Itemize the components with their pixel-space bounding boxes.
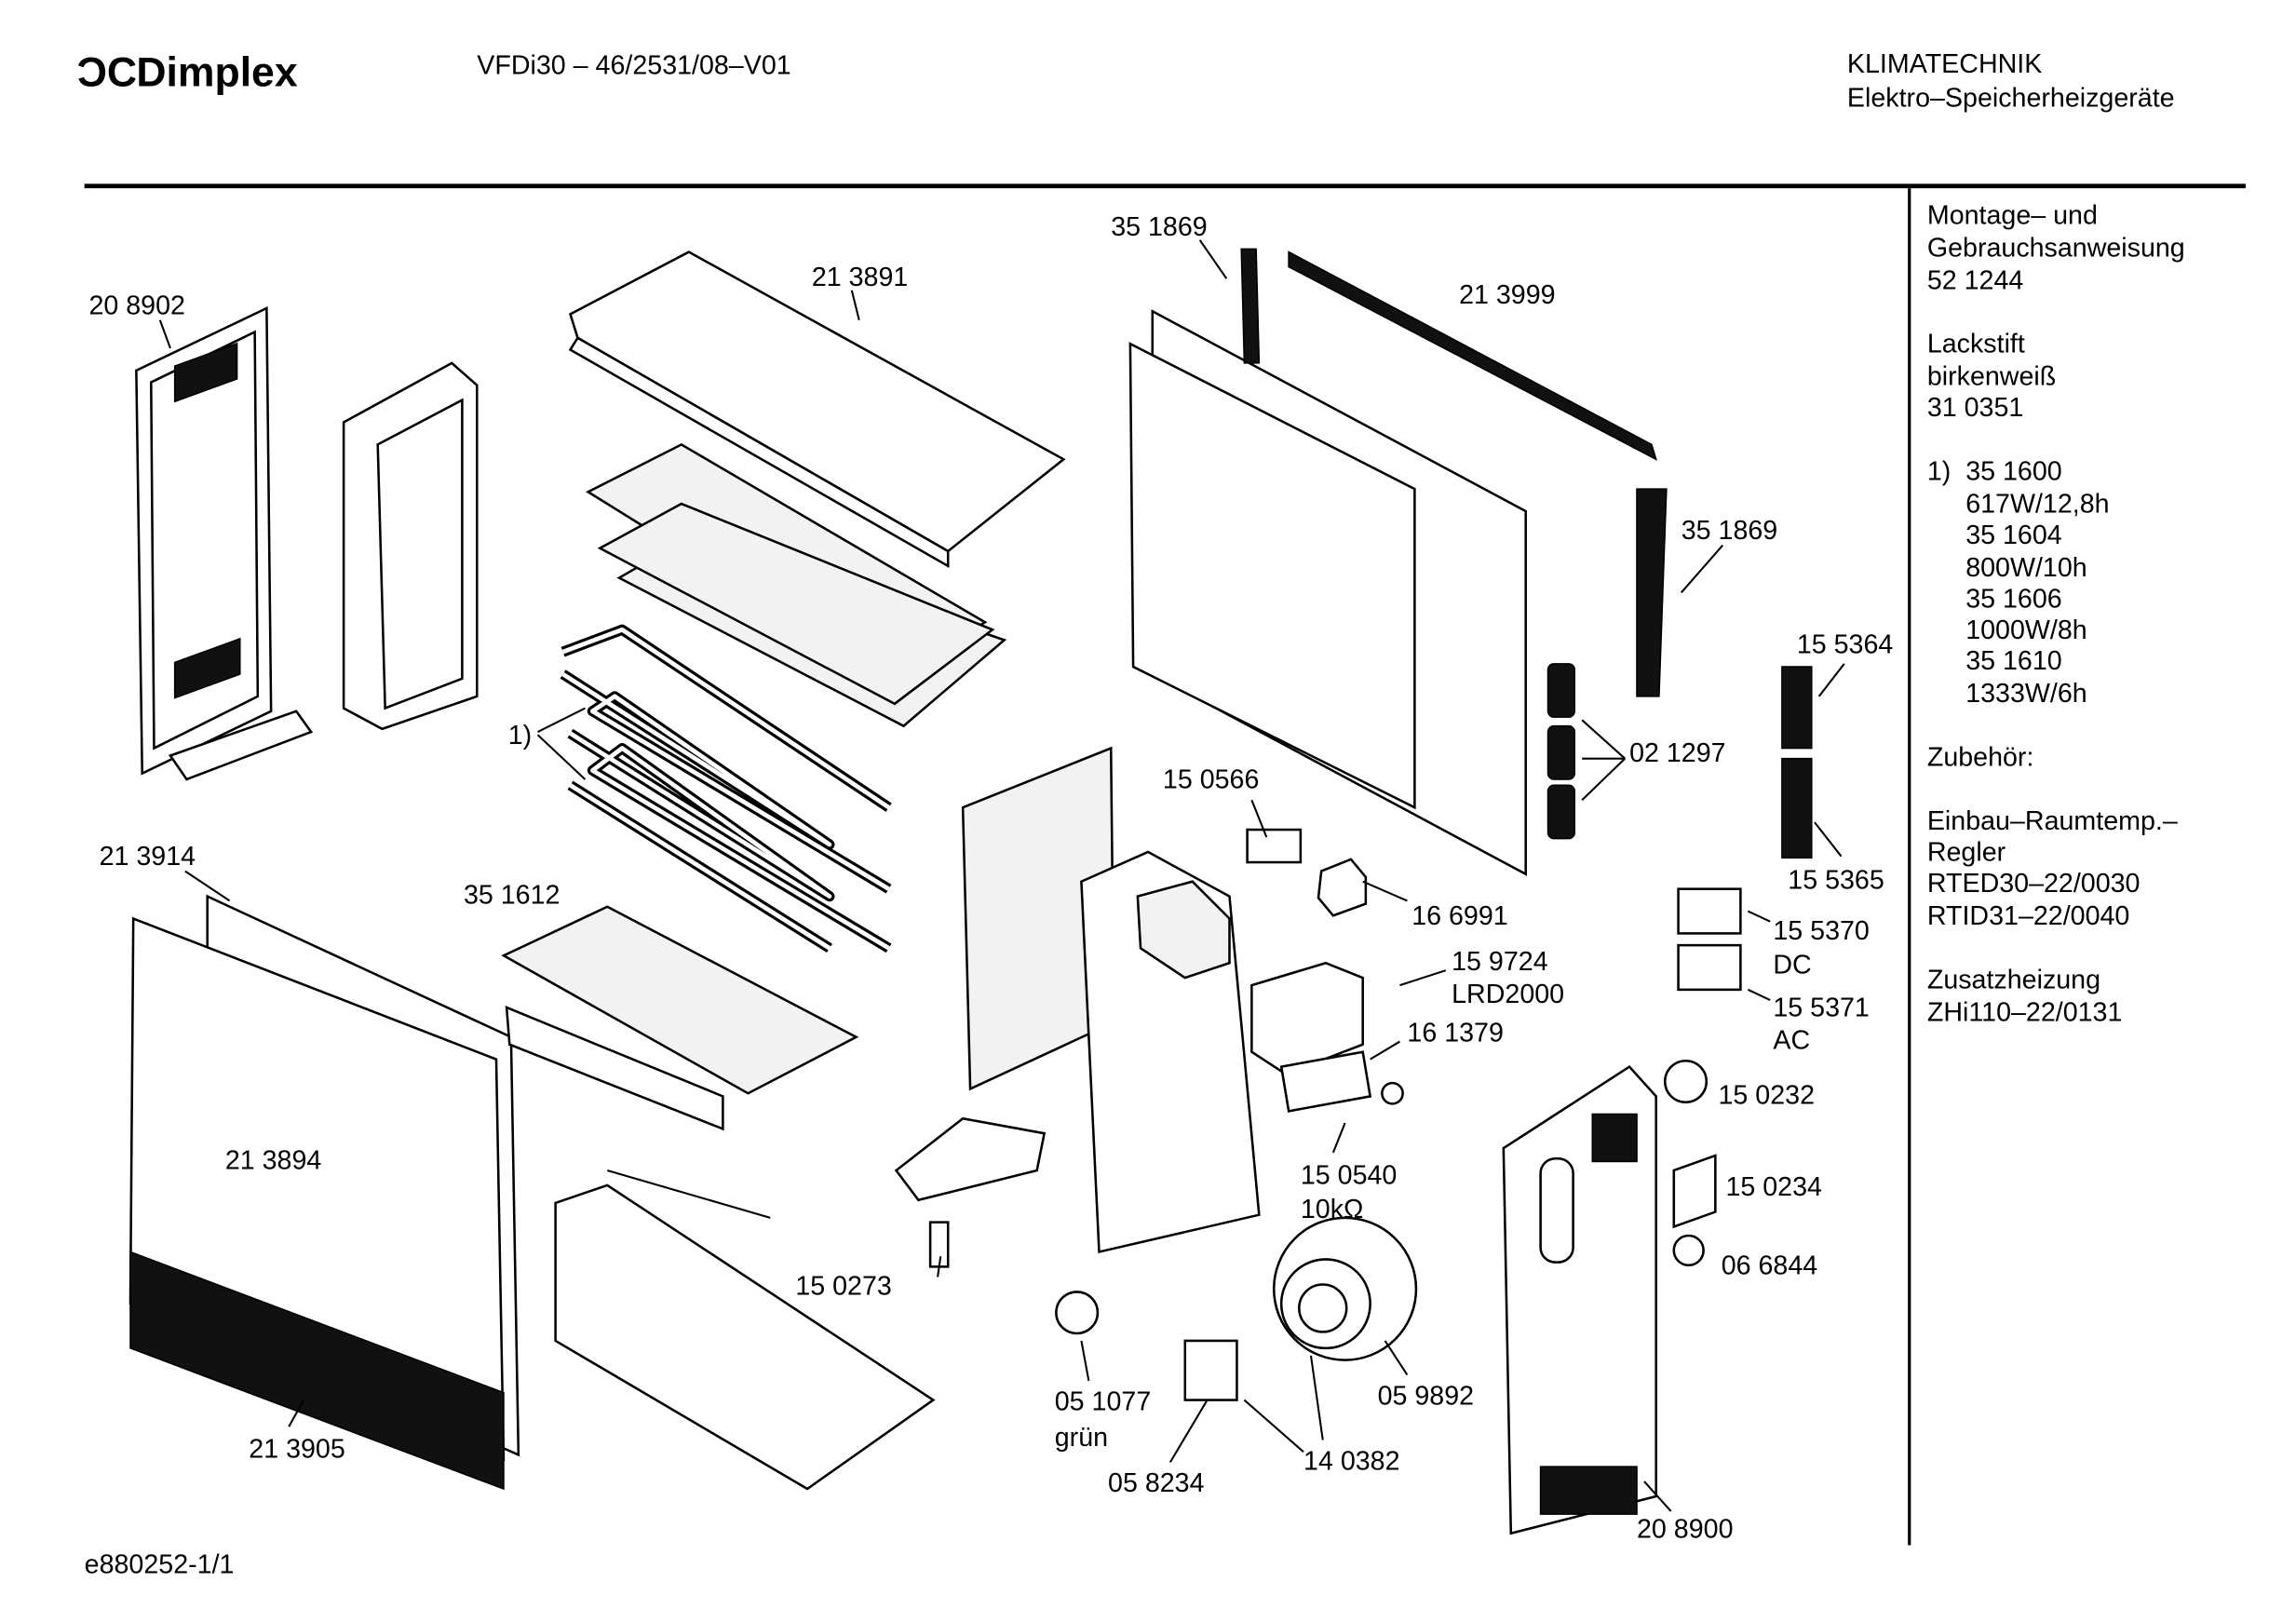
paint-color: birkenweiß [1927, 362, 2056, 392]
controller-model: RTED30–22/0030 [1927, 869, 2141, 899]
element-part: 35 1604 [1965, 521, 2062, 550]
part-label: 20 8900 [1637, 1515, 1733, 1545]
part-label: 15 9724 [1452, 947, 1548, 977]
part-side-panel-left [135, 306, 314, 781]
element-spec: 1333W/6h [1965, 679, 2087, 709]
controller-model: RTID31–22/0040 [1927, 901, 2130, 931]
part-label: 06 6844 [1722, 1251, 1818, 1280]
part-air-deflector [501, 905, 859, 1131]
elements-footnote-marker: 1) [1927, 457, 1951, 487]
part-heating-elements [560, 624, 892, 953]
part-labels: 20 8902 21 3891 35 1869 21 3999 35 1869 … [88, 212, 1893, 1544]
part-fan [1272, 1216, 1418, 1361]
part-label: 14 0382 [1303, 1446, 1399, 1476]
part-small-components [928, 828, 1404, 1401]
extra-heater-label: Zusatzheizung [1927, 965, 2100, 994]
leader-lines [158, 239, 1845, 1512]
part-label: 15 5371 [1773, 994, 1869, 1023]
paint-part-number: 31 0351 [1927, 393, 2023, 423]
element-part: 35 1600 [1965, 457, 2061, 487]
part-label: 20 8902 [88, 291, 184, 320]
part-label: 15 5370 [1773, 916, 1869, 946]
part-front-panel [128, 894, 520, 1491]
manual-label: Montage– und [1927, 200, 2098, 230]
element-spec: 617W/12,8h [1965, 490, 2109, 520]
model-number: VFDi30 – 46/2531/08–V01 [477, 51, 790, 81]
part-connectors [1546, 663, 1813, 859]
part-note: 10kΩ [1301, 1195, 1364, 1224]
element-part: 35 1606 [1965, 584, 2061, 614]
drawing-id: e880252-1/1 [85, 1550, 235, 1580]
part-note: DC [1773, 950, 1811, 980]
part-thermostats [1677, 887, 1742, 992]
logo-mark-icon: ƆC [77, 49, 137, 95]
part-rear-panel [1128, 248, 1668, 876]
sidebar-divider [1908, 188, 1911, 1546]
part-label: 15 0273 [795, 1272, 891, 1302]
part-label: 15 0540 [1301, 1160, 1397, 1190]
part-label: 21 3891 [812, 263, 908, 292]
part-label: 05 8234 [1108, 1468, 1205, 1498]
part-label: 02 1297 [1629, 738, 1725, 768]
manual-part-number: 52 1244 [1927, 265, 2024, 295]
category-title: KLIMATECHNIK [1847, 49, 2042, 79]
part-label: 35 1869 [1111, 212, 1207, 242]
part-label: 15 5365 [1788, 866, 1884, 896]
part-label: 16 6991 [1411, 901, 1507, 931]
element-spec: 1000W/8h [1965, 615, 2087, 645]
part-label: 35 1869 [1681, 516, 1777, 546]
controller-label-2: Regler [1927, 837, 2006, 867]
header-divider [84, 183, 2246, 189]
dimplex-logo: ƆC Dimplex [77, 49, 298, 95]
part-label: 21 3905 [249, 1435, 344, 1465]
part-control-chassis [894, 850, 1372, 1254]
part-note: LRD2000 [1452, 980, 1564, 1009]
part-label: 05 9892 [1378, 1381, 1474, 1411]
part-label: 16 1379 [1407, 1019, 1503, 1048]
part-label: 15 0234 [1725, 1172, 1822, 1202]
accessories-heading: Zubehör: [1927, 743, 2034, 773]
manual-label-2: Gebrauchsanweisung [1927, 233, 2185, 263]
part-label: 1) [508, 721, 532, 750]
element-spec: 800W/10h [1965, 553, 2087, 583]
brand-name: Dimplex [136, 49, 297, 95]
part-label: 05 1077 [1055, 1387, 1151, 1417]
part-label: 15 0232 [1719, 1080, 1815, 1110]
part-label: 15 0566 [1163, 764, 1259, 794]
controller-label: Einbau–Raumtemp.– [1927, 806, 2178, 836]
part-label: 21 3894 [225, 1145, 322, 1175]
part-insulation-plates [586, 442, 1007, 728]
category-subtitle: Elektro–Speicherheizgeräte [1847, 84, 2175, 114]
extra-heater-model: ZHi110–22/0131 [1927, 997, 2123, 1027]
part-label: 21 3914 [100, 842, 196, 872]
part-label: 15 5364 [1797, 630, 1894, 660]
part-note: grün [1055, 1423, 1108, 1453]
part-frame [342, 361, 479, 731]
element-part: 35 1610 [1965, 646, 2061, 676]
part-base-tray [554, 1169, 936, 1491]
sidebar-notes: Montage– und Gebrauchsanweisung 52 1244 … [1927, 200, 2185, 1027]
part-control-cover [1502, 1059, 1717, 1535]
part-top-cover [568, 250, 1066, 569]
paint-label: Lackstift [1927, 330, 2025, 359]
part-label: 21 3999 [1459, 280, 1555, 310]
part-note: AC [1773, 1026, 1810, 1056]
part-label: 35 1612 [464, 881, 560, 911]
